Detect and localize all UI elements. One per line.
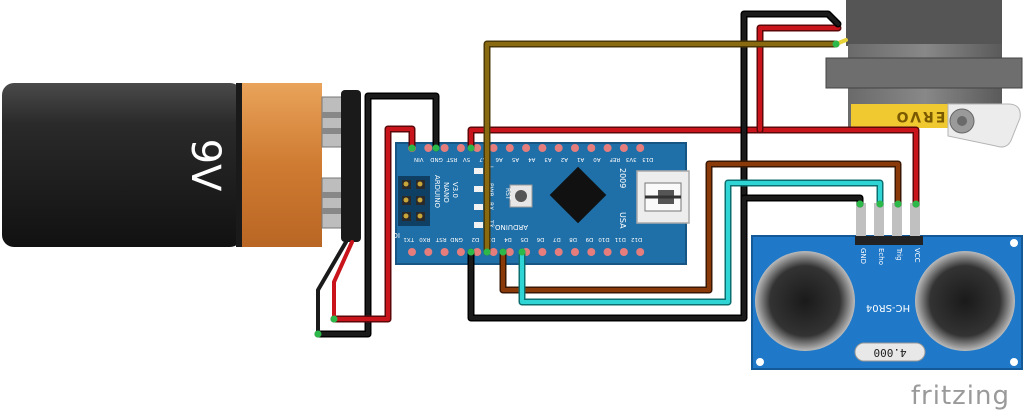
- pin-label-top: VIN: [414, 156, 424, 162]
- pin-hole-bottom: [408, 248, 416, 256]
- pin-hole-bottom: [489, 248, 498, 256]
- pin-label-top: D13: [642, 156, 654, 162]
- arduino-nano: ICSP ARDUINO NANO V3.0 L PWR RX TX RST A…: [384, 142, 690, 265]
- icsp-header: [402, 180, 425, 221]
- pin-hole-top: [456, 144, 465, 152]
- pin-hole-bottom: [587, 248, 596, 256]
- battery-terminal-positive: [321, 96, 345, 148]
- pin-label-top: A1: [577, 156, 584, 162]
- pin-hole-top: [636, 144, 645, 152]
- pin-label-bottom: D6: [536, 236, 544, 242]
- pin-hole-bottom: [571, 248, 579, 256]
- sensor-crystal: [854, 342, 926, 362]
- bottom-pin-row: TX1 RX0 RST GND D2 D3 D4 D5 D6 D7 D8 D9 D10 D11 D12: [403, 236, 645, 256]
- pin-label-bottom: D10: [598, 236, 610, 242]
- battery-snap-clip: [341, 90, 361, 242]
- servo-label: SERVO: [895, 108, 958, 124]
- pin-label-bottom: D9: [585, 236, 593, 242]
- board-name-line-2: NANO: [442, 182, 450, 203]
- sensor-pin-echo: Echo: [877, 248, 885, 265]
- pin-hole-bottom: [619, 248, 628, 256]
- pin-label-bottom: D11: [615, 236, 626, 242]
- pin-label-top: 3V3: [625, 156, 636, 162]
- servo-motor: SERVO: [825, 0, 1023, 148]
- pin-hole-top: [424, 144, 433, 152]
- pin-hole-bottom: [505, 248, 514, 256]
- pin-label-bottom: TX1: [403, 236, 415, 242]
- pin-label-bottom: D12: [631, 236, 642, 242]
- pin-label-top: A7: [479, 156, 487, 162]
- pin-label-bottom: D3: [487, 236, 495, 242]
- pin-label-top: A5: [511, 156, 519, 162]
- battery-body: [2, 83, 242, 247]
- sensor-model: HC-SR04: [866, 302, 910, 313]
- ultrasonic-transducer-right: [915, 251, 1015, 351]
- pin-hole-top: [619, 144, 628, 152]
- pin-label-bottom: D8: [569, 236, 577, 242]
- board-name-line-3: V3.0: [451, 182, 459, 198]
- arduino-brand: ARDUINO.: [493, 223, 528, 231]
- pin-label-top: A0: [593, 156, 601, 162]
- pin-label-bottom: D2: [471, 236, 479, 242]
- icsp-label: ICSP: [384, 231, 400, 239]
- pin-hole-top: [571, 144, 579, 152]
- pin-label-top: GND: [430, 156, 443, 162]
- sensor-header: [855, 203, 923, 245]
- pin-label-top: 5V: [463, 156, 470, 162]
- pin-hole-bottom: [440, 248, 449, 256]
- wires: [314, 10, 920, 338]
- pin-hole-top: [440, 144, 449, 152]
- pin-label-bottom: GND: [450, 236, 463, 242]
- pin-label-top: A6: [495, 156, 503, 162]
- pin-label-top: A4: [528, 156, 536, 162]
- pin-hole-top: [489, 144, 498, 152]
- board-year: 2009: [618, 168, 627, 188]
- pin-hole-bottom: [538, 248, 547, 256]
- board-usa: USA: [618, 212, 627, 229]
- pin-hole-top: [522, 144, 531, 152]
- pin-hole-top: [554, 144, 563, 152]
- sensor-pin-trig: Trig: [895, 247, 903, 261]
- pin-label-bottom: D4: [504, 236, 512, 242]
- pin-hole-bottom: [554, 248, 563, 256]
- pin-hole-top: [505, 144, 514, 152]
- battery-terminal-negative: [321, 177, 345, 229]
- battery-voltage-label: 9V: [182, 139, 228, 192]
- hc-sr04-sensor: HC-SR04 4.000 GND Echo Trig VCC: [751, 203, 1023, 370]
- sensor-pin-vcc: VCC: [913, 248, 921, 263]
- pin-label-bottom: D5: [520, 236, 528, 242]
- sensor-crystal-label: 4.000: [873, 346, 906, 359]
- pin-hole-bottom: [473, 248, 482, 256]
- pin-label-top: RST: [446, 156, 457, 162]
- battery-cap: [240, 83, 322, 247]
- wire-endpoints: [314, 40, 920, 338]
- pin-label-bottom: RX0: [419, 236, 431, 242]
- pin-hole-bottom: [636, 248, 645, 256]
- status-leds: [474, 168, 483, 228]
- sensor-pin-gnd: GND: [859, 248, 867, 264]
- pin-label-bottom: RST: [435, 236, 446, 242]
- pin-hole-top: [587, 144, 596, 152]
- pin-hole-top: [603, 144, 612, 152]
- pin-hole-bottom: [456, 248, 465, 256]
- board-name-line-1: ARDUINO: [433, 175, 441, 208]
- pin-label-top: A3: [544, 156, 552, 162]
- reset-button-label: RST: [504, 188, 511, 200]
- pin-label-bottom: D7: [552, 236, 560, 242]
- pin-hole-bottom: [424, 248, 433, 256]
- ultrasonic-transducer-left: [755, 251, 855, 351]
- pin-label-top: REF: [610, 156, 620, 162]
- pin-label-top: A2: [561, 156, 568, 162]
- fritzing-watermark: fritzing: [911, 381, 1010, 411]
- pin-hole-top: [538, 144, 547, 152]
- pin-hole-bottom: [603, 248, 612, 256]
- pin-hole-top: [473, 144, 482, 152]
- battery: 9V: [2, 83, 361, 247]
